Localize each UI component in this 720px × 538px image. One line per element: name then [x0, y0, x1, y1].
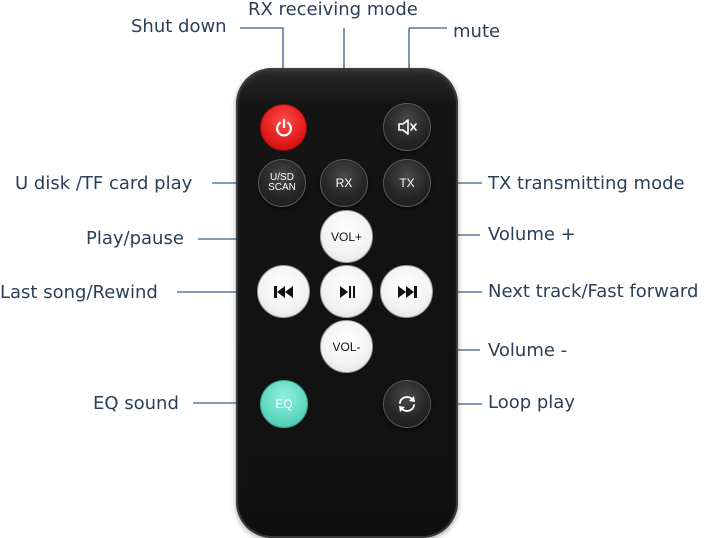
tx-button[interactable]: TX: [383, 159, 431, 207]
rx-button[interactable]: RX: [320, 159, 368, 207]
label-shut-down: Shut down: [131, 16, 227, 37]
label-eq-sound: EQ sound: [93, 393, 179, 414]
loop-button[interactable]: [383, 380, 431, 428]
skip-previous-icon: [273, 285, 293, 298]
usb-sd-scan-button[interactable]: U/SD SCAN: [258, 159, 306, 207]
volume-up-button[interactable]: VOL+: [320, 210, 373, 263]
vol-up-label: VOL+: [330, 229, 363, 244]
rx-label: RX: [335, 176, 353, 190]
power-icon: [275, 118, 292, 136]
label-tx-transmitting-mode: TX transmitting mode: [488, 173, 685, 194]
next-button[interactable]: [380, 265, 433, 318]
mute-button[interactable]: [383, 103, 431, 151]
usb-sd-label: U/SD: [270, 171, 294, 183]
vol-down-label: VOL-: [332, 339, 361, 354]
label-volume-down: Volume -: [488, 340, 568, 361]
label-next-track-fast-forward: Next track/Fast forward: [488, 281, 699, 302]
skip-next-icon: [397, 285, 417, 298]
eq-button[interactable]: EQ: [260, 380, 308, 428]
label-last-song-rewind: Last song/Rewind: [0, 282, 158, 303]
eq-label: EQ: [275, 397, 293, 411]
tx-label: TX: [399, 176, 415, 190]
label-mute: mute: [453, 21, 501, 42]
label-play-pause: Play/pause: [86, 228, 184, 249]
speaker-mute-icon: [398, 119, 417, 135]
label-rx-receiving-mode: RX receiving mode: [248, 0, 418, 20]
label-loop-play: Loop play: [488, 392, 575, 413]
label-volume-up: Volume +: [488, 224, 576, 245]
power-button[interactable]: [260, 104, 307, 151]
label-usb-tf-play: U disk /TF card play: [15, 173, 193, 194]
volume-down-button[interactable]: VOL-: [320, 320, 373, 373]
loop-icon: [399, 396, 415, 412]
play-pause-button[interactable]: [320, 265, 373, 318]
previous-button[interactable]: [257, 265, 310, 318]
play-pause-icon: [339, 285, 355, 298]
scan-label: SCAN: [268, 182, 296, 193]
